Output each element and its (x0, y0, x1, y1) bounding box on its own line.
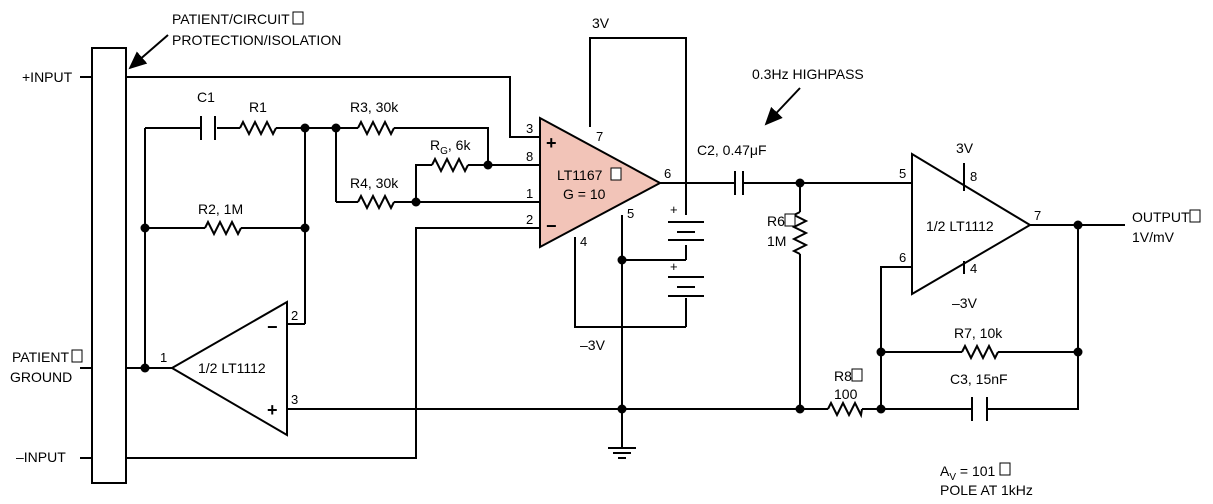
minus-input-label: –INPUT (16, 449, 66, 465)
c2-label: C2, 0.47μF (697, 142, 767, 158)
protection-label-line1: PATIENT/CIRCUIT (172, 11, 290, 27)
u1-pin-2: 2 (526, 212, 533, 227)
resistor-r6 (791, 211, 809, 255)
patient-ground-label-line1: PATIENT (12, 349, 69, 365)
supply-3v-label: 3V (592, 15, 610, 31)
u1-pin-8: 8 (526, 149, 533, 164)
r8-label-line2: 100 (834, 386, 858, 402)
amplifier-u2-lt1112 (911, 152, 1032, 296)
r3-label: R3, 30k (350, 99, 399, 115)
battery-lower (668, 276, 704, 297)
junction-dots (140, 123, 1083, 414)
amplifier-lt1167 (539, 116, 663, 249)
plus-input-label: +INPUT (22, 69, 73, 85)
protection-isolation-block (91, 47, 127, 484)
resistor-r2 (204, 219, 242, 237)
u2-pin-8: 8 (970, 169, 977, 184)
wires (126, 37, 1125, 459)
output-label-line1: OUTPUT (1132, 209, 1190, 225)
u1-pin-5: 5 (627, 206, 634, 221)
u1-plus-sign: + (546, 133, 557, 153)
trademark-box (999, 462, 1011, 476)
trademark-box (292, 11, 304, 25)
r1-label: R1 (249, 99, 267, 115)
capacitor-c3 (971, 397, 988, 421)
gain-note-line1: AV = 101 (940, 463, 996, 483)
output-label-line2: 1V/mV (1132, 229, 1175, 245)
resistor-r7 (961, 343, 999, 361)
r6-label-line1: R6 (767, 213, 785, 229)
u3-name: 1/2 LT1112 (198, 360, 266, 376)
u1-pin-6: 6 (664, 166, 671, 181)
u1-gain: G = 10 (563, 186, 606, 202)
r4-label: R4, 30k (350, 175, 399, 191)
trademark-box (1189, 209, 1201, 223)
r2-label: R2, 1M (198, 201, 243, 217)
patient-ground-label-line2: GROUND (10, 369, 72, 385)
highpass-arrow (764, 87, 801, 126)
u2-pin-4: 4 (970, 261, 977, 276)
protection-label-line2: PROTECTION/ISOLATION (172, 32, 341, 48)
u1-pin-3: 3 (526, 121, 533, 136)
capacitor-c2 (734, 171, 744, 195)
u2-supply-3v: 3V (956, 140, 974, 156)
r8-label-line1: R8 (834, 368, 852, 384)
c1-label: C1 (197, 89, 215, 105)
resistor-r8 (827, 400, 863, 419)
u1-name: LT1167 (557, 167, 603, 183)
u2-pin-7: 7 (1034, 208, 1041, 223)
resistor-r1 (239, 119, 277, 137)
gain-note-line2: POLE AT 1kHz (940, 482, 1033, 498)
trademark-box (851, 368, 863, 382)
trademark-box (71, 349, 83, 363)
u3-minus-sign: − (267, 317, 278, 337)
u1-pin-4: 4 (580, 234, 587, 249)
r6-label-line2: 1M (767, 233, 786, 249)
u1-pin-7: 7 (596, 129, 603, 144)
u3-pin-3: 3 (291, 392, 298, 407)
r7-label: R7, 10k (954, 325, 1003, 341)
battery-upper (668, 221, 704, 241)
u3-plus-sign: + (267, 400, 278, 420)
trademark-box (784, 213, 796, 227)
rg-label: RG, 6k (430, 137, 471, 157)
supply-minus-3v-label: –3V (580, 337, 606, 353)
highpass-label: 0.3Hz HIGHPASS (752, 66, 864, 82)
battery-lower-plus: + (670, 259, 678, 274)
trademark-box (610, 167, 622, 181)
u3-pin-1: 1 (160, 350, 167, 365)
u2-pin-6: 6 (899, 250, 906, 265)
u2-supply-minus-3v: –3V (952, 295, 978, 311)
resistor-r3 (357, 119, 395, 137)
u1-pin-1: 1 (526, 186, 533, 201)
resistor-r4 (357, 193, 395, 211)
u3-pin-2: 2 (291, 308, 298, 323)
capacitor-c1 (200, 116, 216, 140)
u1-minus-sign: − (546, 216, 557, 236)
ground-icon (608, 447, 636, 459)
c3-label: C3, 15nF (950, 371, 1008, 387)
protection-arrow (128, 34, 169, 70)
resistor-rg (431, 156, 469, 174)
u2-pin-5: 5 (899, 166, 906, 181)
u2-name: 1/2 LT1112 (926, 218, 994, 234)
battery-upper-plus: + (670, 202, 678, 217)
amplifier-u3-lt1112 (170, 300, 288, 437)
